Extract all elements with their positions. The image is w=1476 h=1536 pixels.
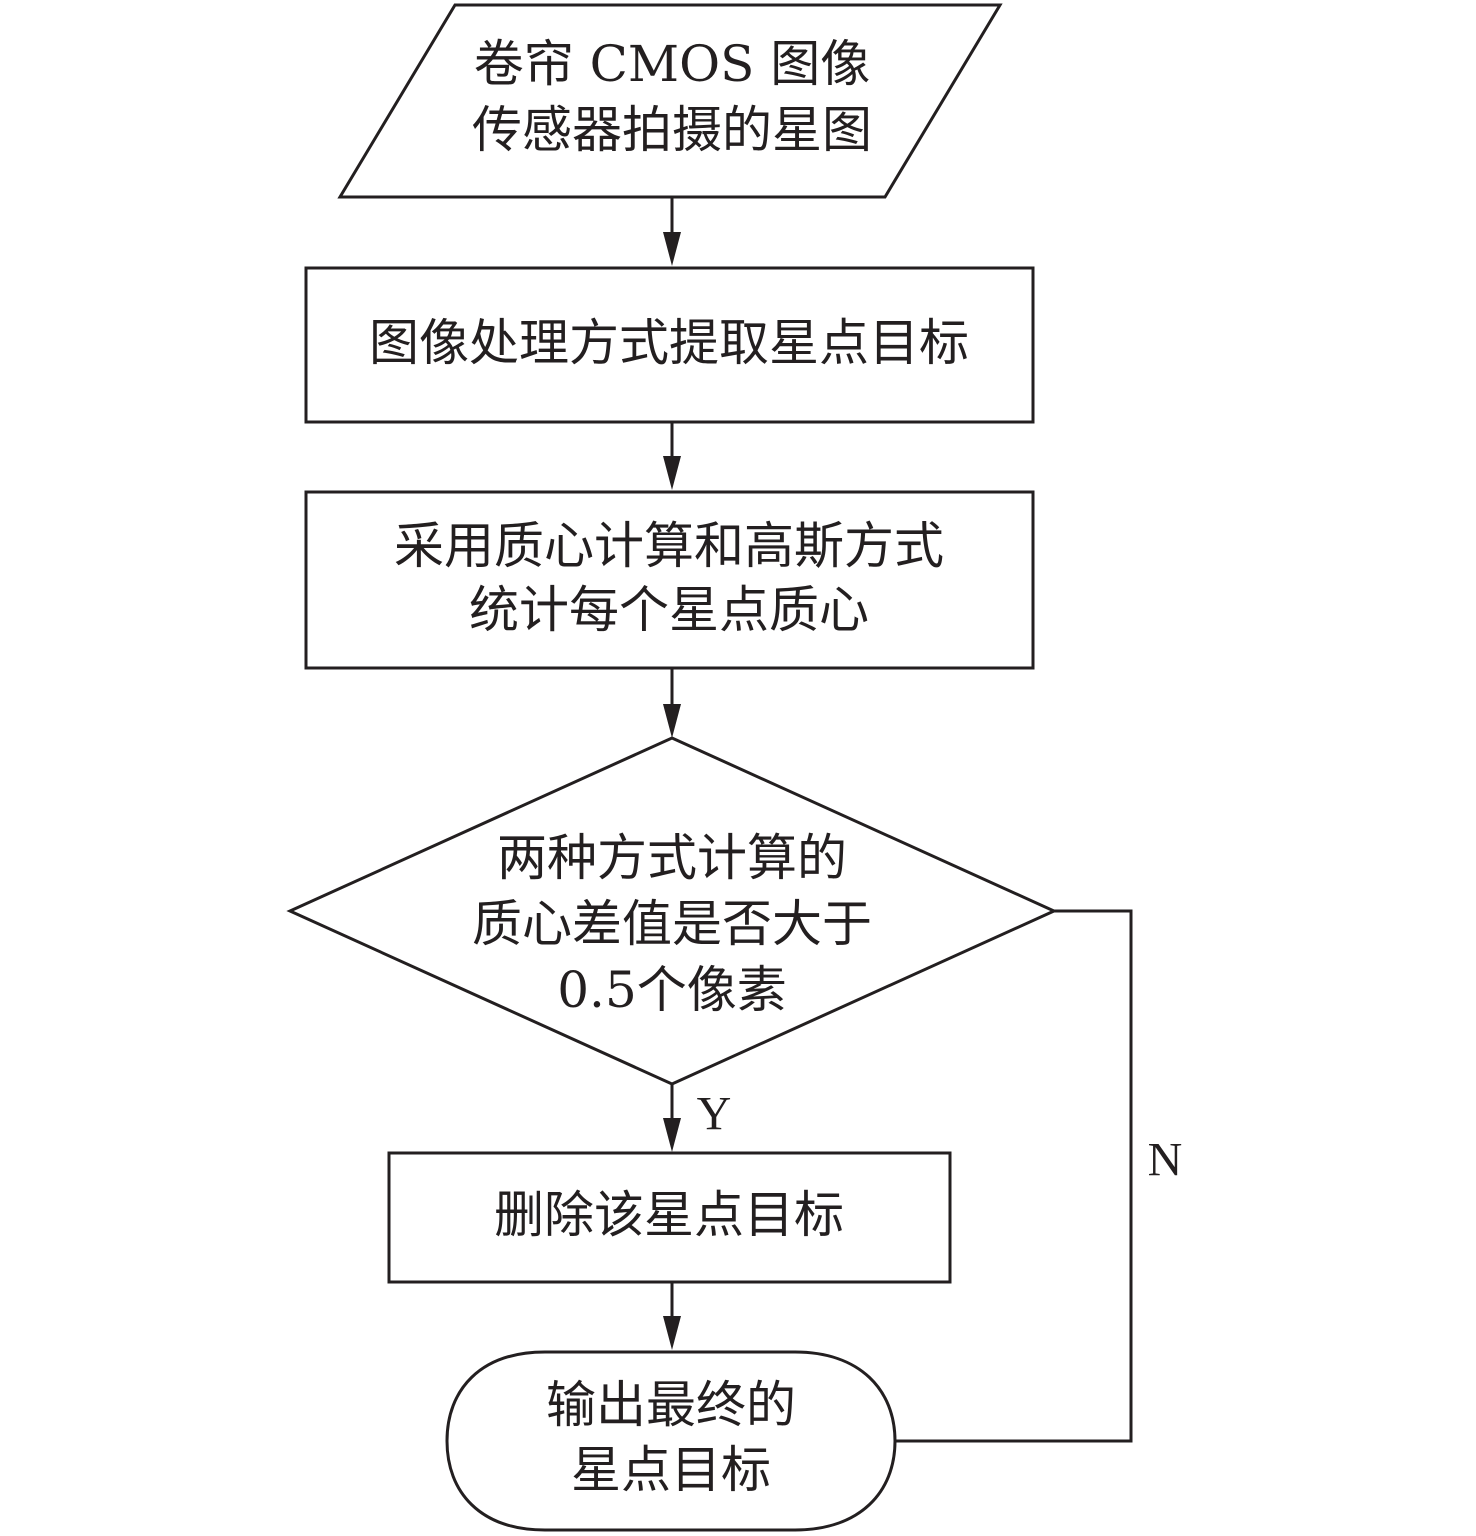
output-terminator: [445, 1350, 897, 1532]
arrow-down-icon: [663, 456, 681, 490]
output-label-line-1: 输出最终的: [546, 1376, 796, 1434]
decision-label-line-2: 质心差值是否大于: [472, 895, 872, 953]
decision-label-line-1: 两种方式计算的: [497, 829, 847, 887]
input-parallelogram: [337, 3, 1003, 199]
input-label-line-2: 传感器拍摄的星图: [472, 101, 872, 159]
arrow-down-icon: [663, 704, 681, 738]
edge-input-extract: [663, 197, 681, 266]
extract-label: 图像处理方式提取星点目标: [369, 314, 969, 372]
branch-label-no: N: [1148, 1134, 1183, 1187]
edge-delete-output: [663, 1282, 681, 1350]
node-extract: 图像处理方式提取星点目标: [304, 266, 1035, 424]
arrow-down-icon: [663, 232, 681, 266]
node-output: 输出最终的 星点目标: [445, 1350, 897, 1532]
centroid-label-line-1: 采用质心计算和高斯方式: [394, 517, 944, 575]
node-input: 卷帘 CMOS 图像 传感器拍摄的星图: [337, 3, 1003, 199]
edge-decision-delete: Y: [663, 1084, 731, 1152]
input-label-line-1: 卷帘 CMOS 图像: [474, 35, 870, 93]
arrow-down-icon: [663, 1118, 681, 1152]
decision-label-line-3: 0.5个像素: [557, 961, 787, 1019]
delete-label: 删除该星点目标: [494, 1186, 844, 1244]
output-label-line-2: 星点目标: [571, 1441, 771, 1499]
connector-line: [895, 909, 1133, 1443]
centroid-label-line-2: 统计每个星点质心: [469, 581, 869, 639]
edge-extract-centroid: [663, 422, 681, 490]
centroid-box: [304, 490, 1035, 670]
node-decision: 两种方式计算的 质心差值是否大于 0.5个像素: [286, 736, 1058, 1086]
edge-centroid-decision: [663, 668, 681, 738]
node-delete: 删除该星点目标: [387, 1151, 952, 1284]
edge-decision-output: N: [895, 909, 1183, 1443]
node-centroid: 采用质心计算和高斯方式 统计每个星点质心: [304, 490, 1035, 670]
extract-box: [304, 266, 1035, 424]
arrow-down-icon: [663, 1316, 681, 1350]
delete-box: [387, 1151, 952, 1284]
branch-label-yes: Y: [697, 1088, 732, 1141]
